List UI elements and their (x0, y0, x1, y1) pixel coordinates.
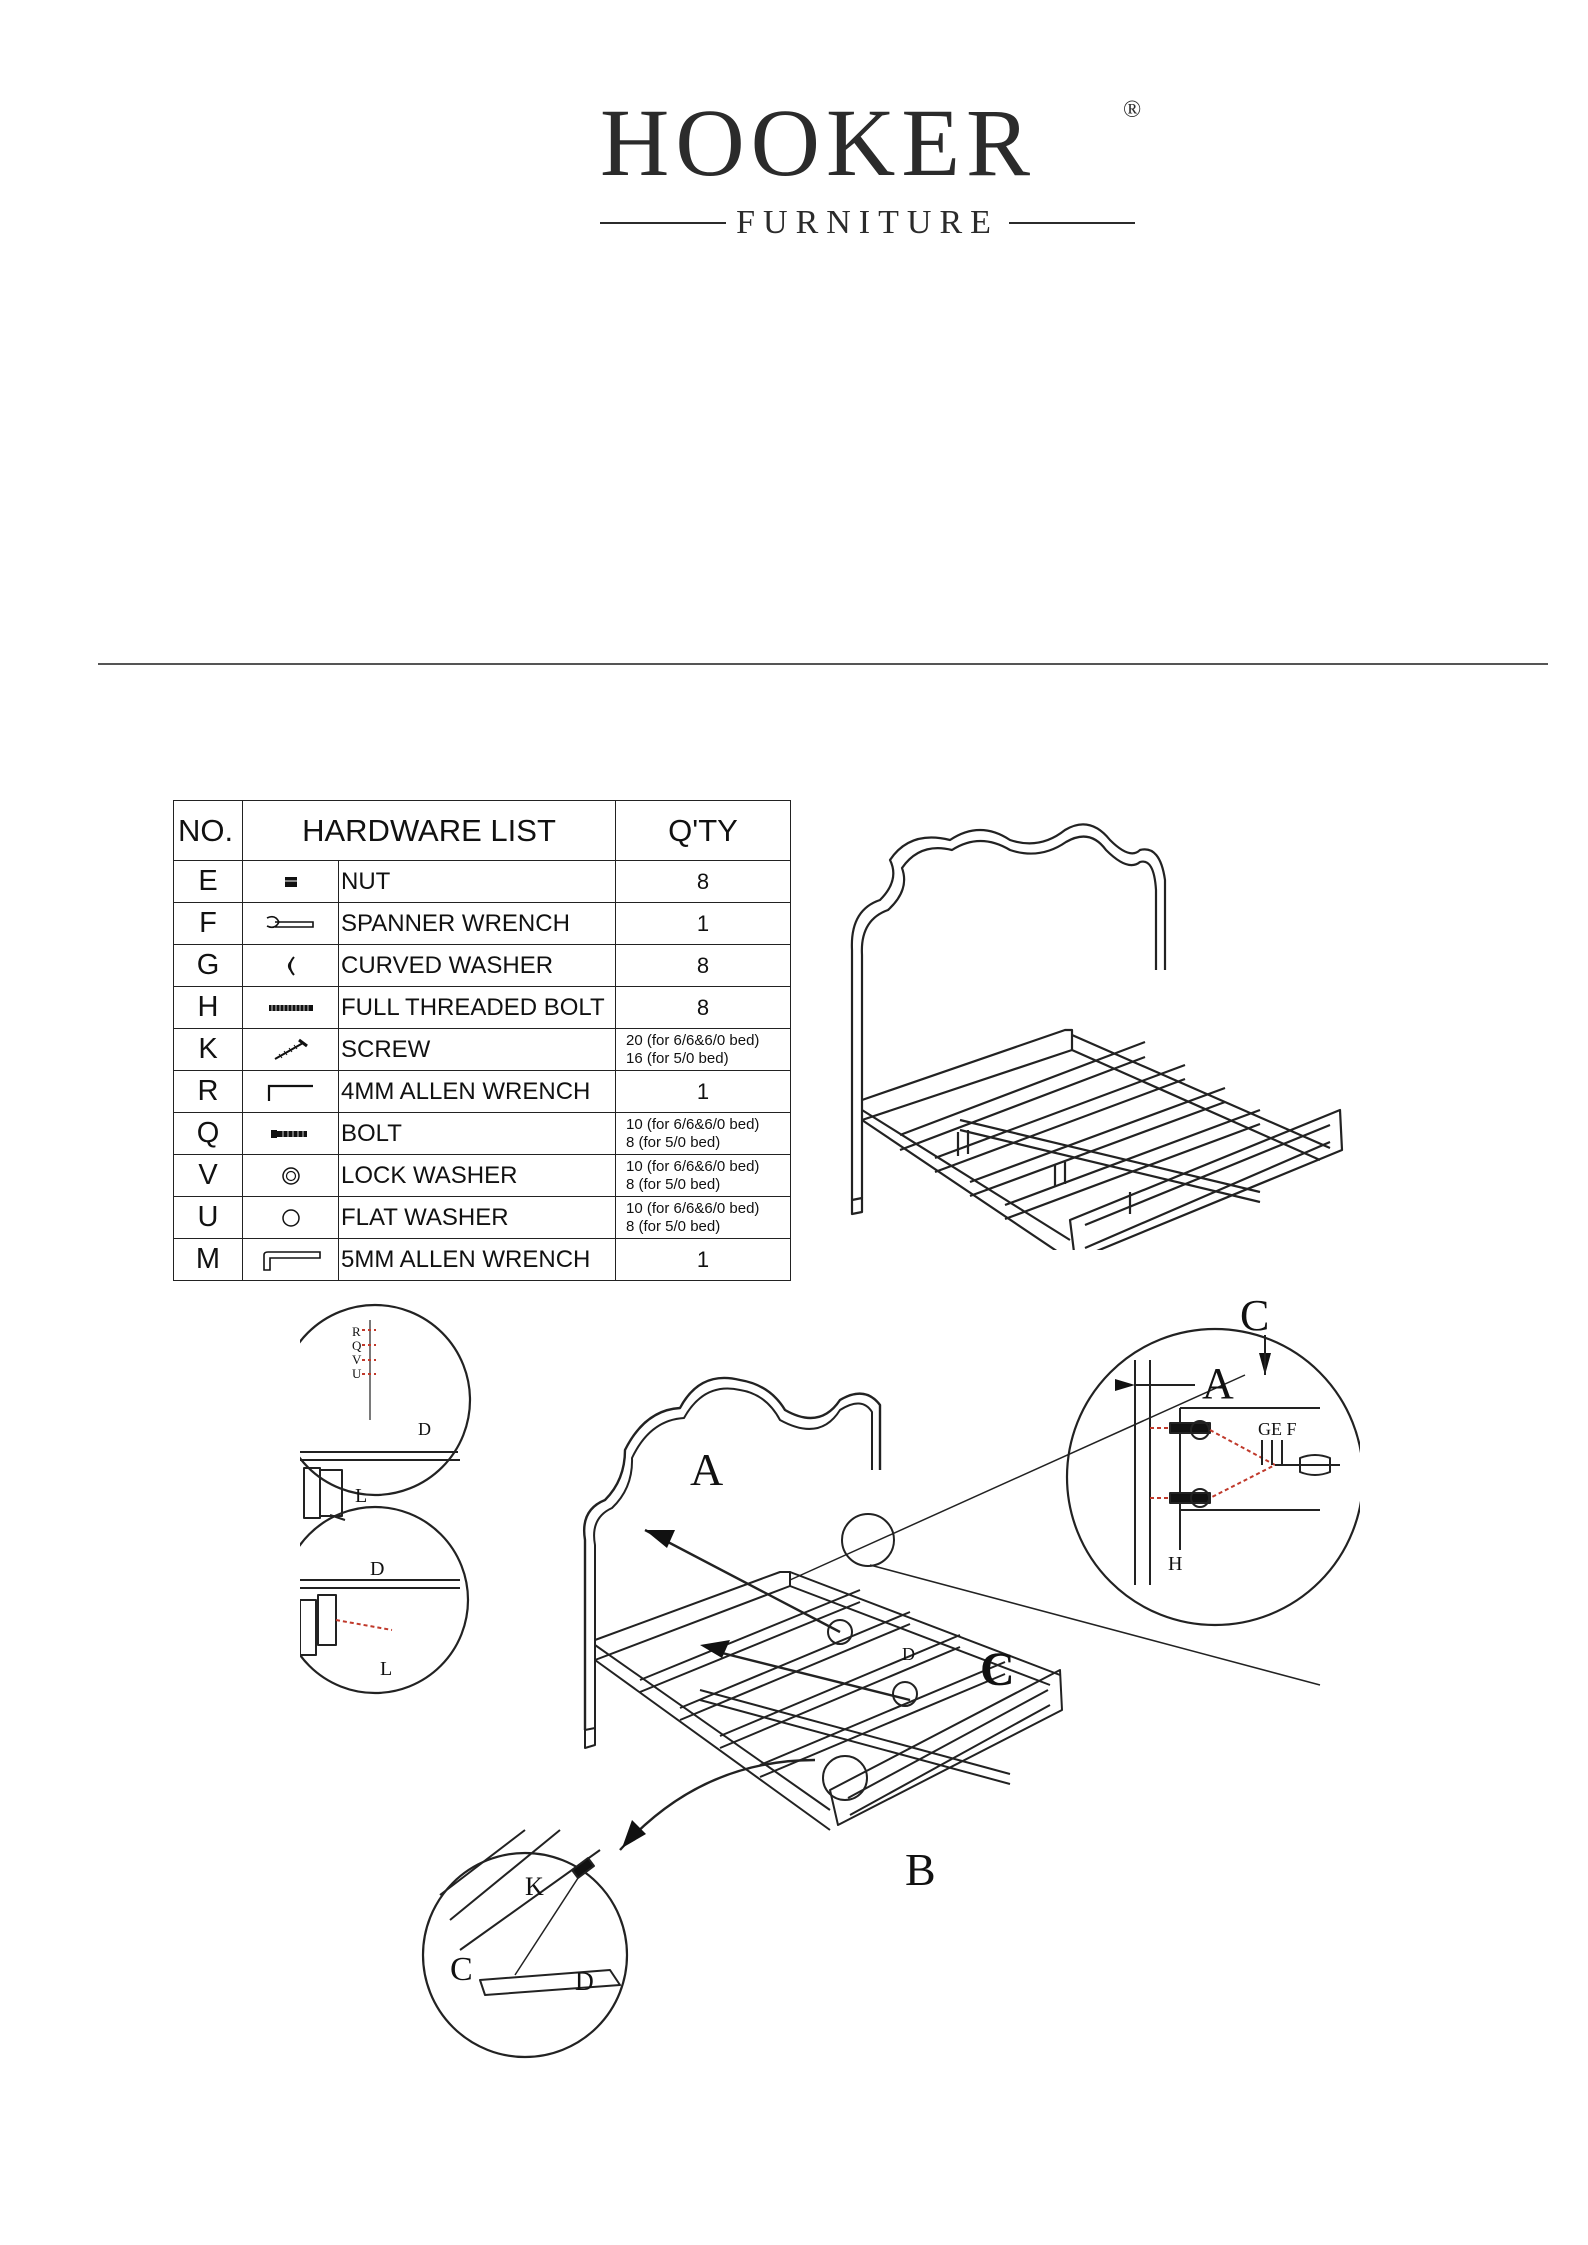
table-row: V LOCK WASHER 10 (for 6/6&6/0 bed)8 (for… (173, 1154, 791, 1197)
hardware-table: NO. HARDWARE LIST Q'TY E NUT 8 F SPANNER… (173, 800, 791, 1281)
label-h: H (1168, 1553, 1182, 1575)
part-qty: 10 (for 6/6&6/0 bed)8 (for 5/0 bed) (615, 1154, 791, 1197)
part-no: E (173, 860, 243, 903)
qty-line: 20 (for 6/6&6/0 bed) (626, 1031, 760, 1049)
part-qty: 8 (615, 944, 791, 987)
logo-rule-left (600, 222, 727, 224)
label-u: U (352, 1366, 362, 1381)
part-name: 4MM ALLEN WRENCH (338, 1070, 616, 1113)
label-c-right: C (1240, 1291, 1269, 1340)
label-k: K (525, 1872, 544, 1901)
threaded-bolt-icon (268, 1004, 313, 1011)
registered-mark: ® (1123, 97, 1142, 123)
part-name: NUT (338, 860, 616, 903)
table-row: U FLAT WASHER 10 (for 6/6&6/0 bed)8 (for… (173, 1196, 791, 1239)
label-d-mid: D (370, 1558, 384, 1580)
part-qty: 1 (615, 1238, 791, 1281)
lock-washer-icon (281, 1166, 300, 1185)
part-qty: 20 (for 6/6&6/0 bed)16 (for 5/0 bed) (615, 1028, 791, 1071)
part-no: U (173, 1196, 243, 1239)
qty-line: 8 (for 5/0 bed) (626, 1217, 721, 1235)
allen-wrench-4mm-icon (267, 1084, 313, 1101)
qty-line: 10 (for 6/6&6/0 bed) (626, 1157, 760, 1175)
hardware-header-row: NO. HARDWARE LIST Q'TY (173, 800, 791, 861)
header-hardware-list: HARDWARE LIST (242, 800, 616, 861)
part-name: LOCK WASHER (338, 1154, 616, 1197)
part-no: G (173, 944, 243, 987)
part-qty: 8 (615, 860, 791, 903)
logo-wordmark: HOOKER (600, 89, 1036, 196)
table-row: R 4MM ALLEN WRENCH 1 (173, 1070, 791, 1113)
label-part-b: B (905, 1844, 936, 1895)
logo-rule-right (1008, 222, 1136, 224)
label-gef: GE F (1258, 1419, 1297, 1439)
part-no: V (173, 1154, 243, 1197)
table-row: F SPANNER WRENCH 1 (173, 902, 791, 945)
table-row: M 5MM ALLEN WRENCH 1 (173, 1238, 791, 1281)
table-row: Q BOLT 10 (for 6/6&6/0 bed)8 (for 5/0 be… (173, 1112, 791, 1155)
part-no: H (173, 986, 243, 1029)
table-row: E NUT 8 (173, 860, 791, 903)
qty-line: 10 (for 6/6&6/0 bed) (626, 1199, 760, 1217)
part-name: SPANNER WRENCH (338, 902, 616, 945)
qty-line: 10 (for 6/6&6/0 bed) (626, 1115, 760, 1133)
qty-line: 8 (for 5/0 bed) (626, 1133, 721, 1151)
qty-line: 16 (for 5/0 bed) (626, 1049, 729, 1067)
qty-line: 8 (for 5/0 bed) (626, 1175, 721, 1193)
part-name: SCREW (338, 1028, 616, 1071)
part-no: K (173, 1028, 243, 1071)
label-l-mid: L (380, 1658, 392, 1680)
label-l-top: L (355, 1485, 367, 1507)
part-no: M (173, 1238, 243, 1281)
curved-washer-icon (287, 955, 295, 976)
label-v: V (352, 1352, 362, 1367)
spanner-wrench-icon (266, 915, 314, 928)
logo-subline: FURNITURE (600, 203, 1136, 243)
label-a-right: A (1202, 1359, 1234, 1408)
part-qty: 10 (for 6/6&6/0 bed)8 (for 5/0 bed) (615, 1112, 791, 1155)
part-no: R (173, 1070, 243, 1113)
part-name: BOLT (338, 1112, 616, 1155)
part-no: F (173, 902, 243, 945)
part-name: FULL THREADED BOLT (338, 986, 616, 1029)
label-rail-d: D (902, 1644, 915, 1664)
table-row: K SCREW 20 (for 6/6&6/0 bed)16 (for 5/0 … (173, 1028, 791, 1071)
label-c-bottom: C (450, 1951, 473, 1988)
header-no: NO. (173, 800, 243, 861)
table-row: H FULL THREADED BOLT 8 (173, 986, 791, 1029)
part-qty: 10 (for 6/6&6/0 bed)8 (for 5/0 bed) (615, 1196, 791, 1239)
page-divider (98, 663, 1548, 665)
table-row: G CURVED WASHER 8 (173, 944, 791, 987)
label-d-top: D (418, 1419, 431, 1439)
bolt-icon (270, 1129, 307, 1138)
part-name: 5MM ALLEN WRENCH (338, 1238, 616, 1281)
label-q: Q (352, 1338, 362, 1353)
brand-logo: HOOKER ® FURNITURE (600, 89, 1142, 245)
assembly-diagram: A B C D R Q V U D L D L C A GE F H K C D (300, 1291, 1360, 2059)
logo-subtitle: FURNITURE (736, 204, 999, 241)
part-no: Q (173, 1112, 243, 1155)
flat-washer-icon (281, 1208, 300, 1227)
label-part-a: A (690, 1444, 723, 1495)
part-qty: 1 (615, 1070, 791, 1113)
nut-icon (284, 876, 297, 887)
screw-icon (274, 1038, 308, 1060)
part-name: FLAT WASHER (338, 1196, 616, 1239)
part-qty: 8 (615, 986, 791, 1029)
label-d-bottom: D (575, 1967, 594, 1996)
label-r: R (352, 1324, 361, 1339)
allen-wrench-5mm-icon (262, 1250, 321, 1271)
part-qty: 1 (615, 902, 791, 945)
part-name: CURVED WASHER (338, 944, 616, 987)
label-part-c: C (980, 1643, 1015, 1696)
assembled-bed-illustration (850, 823, 1344, 1250)
header-qty: Q'TY (615, 800, 791, 861)
